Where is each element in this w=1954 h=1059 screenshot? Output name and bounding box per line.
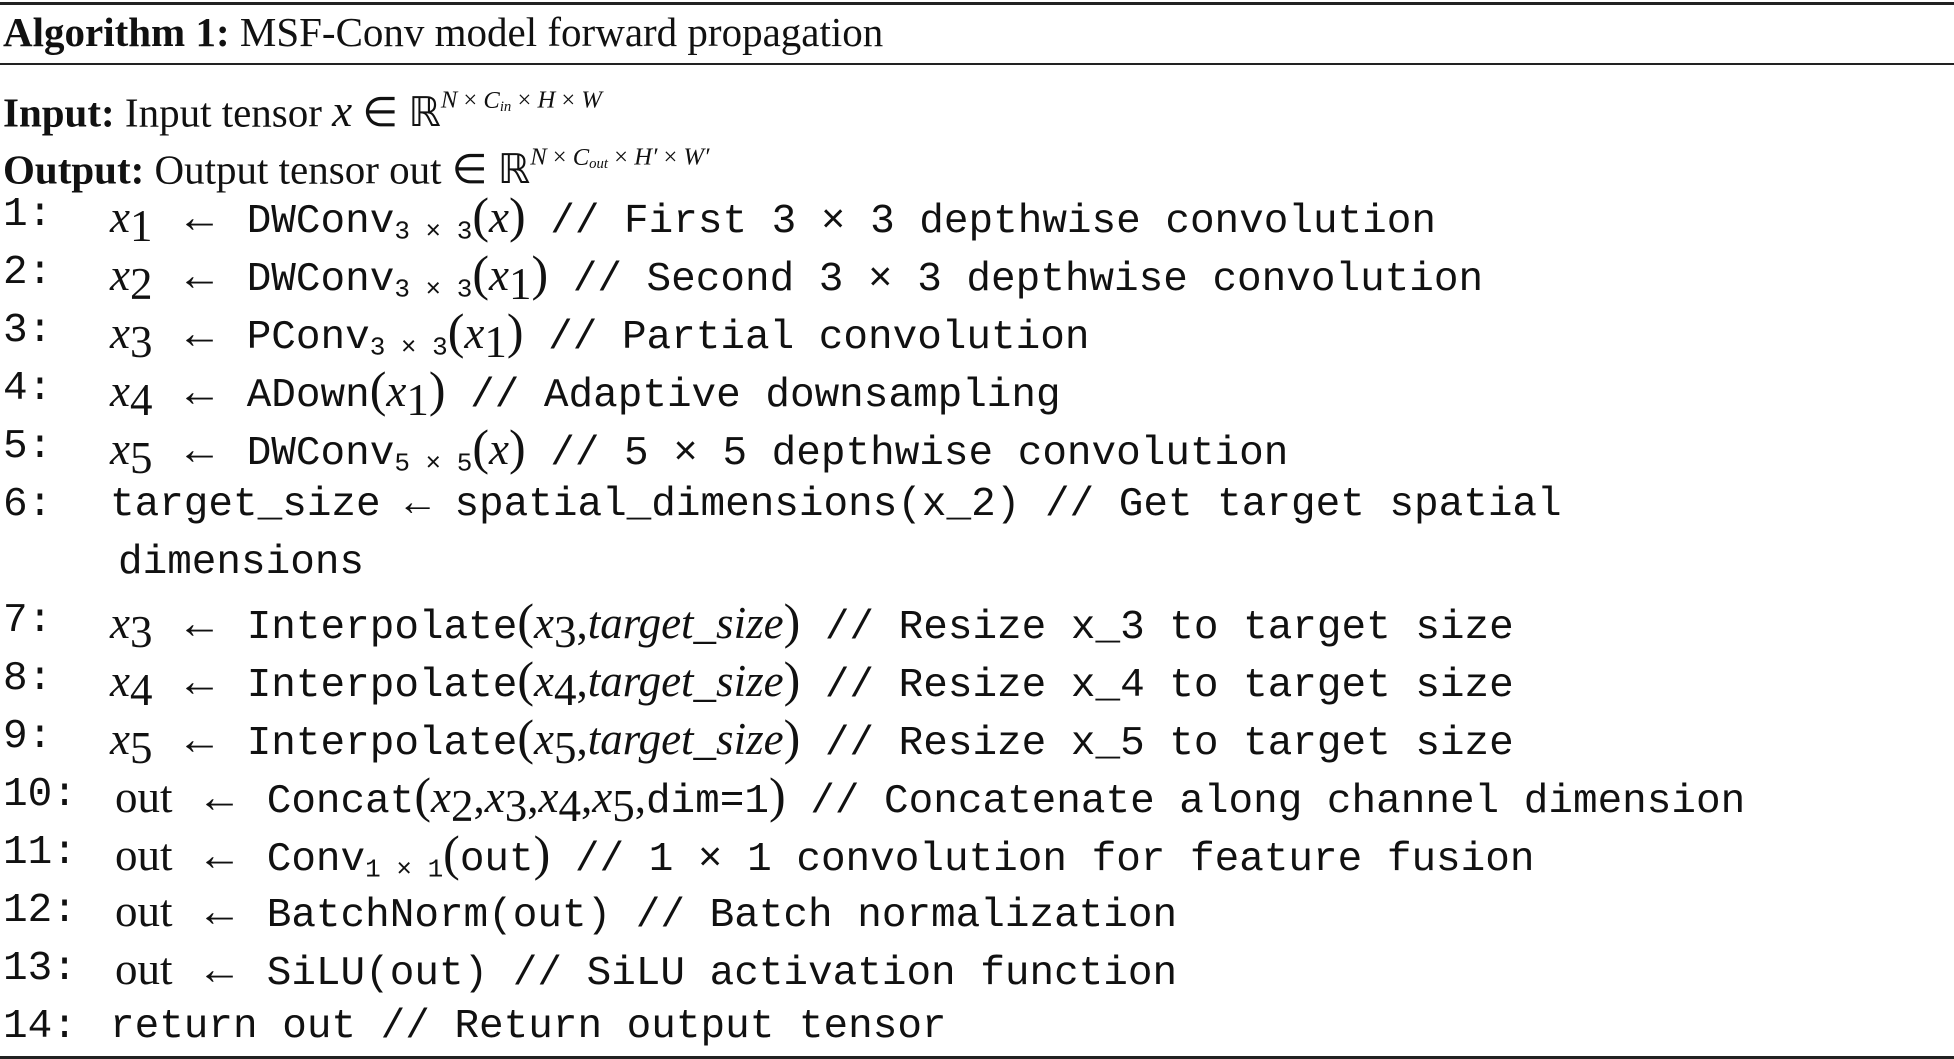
line-comment: // Second 3 × 3 depthwise convolution: [572, 257, 1484, 303]
line-number: 12:: [3, 888, 77, 934]
line-comment: // 5 × 5 depthwise convolution: [550, 431, 1289, 477]
line-comment: // Concatenate along channel dimension: [810, 779, 1746, 825]
line-comment: // SiLU activation function: [512, 951, 1178, 997]
output-text: Output tensor out: [154, 146, 442, 193]
input-math: x ∈ ℝN × Cin × H × W: [332, 86, 602, 137]
top-rule: [0, 2, 1954, 5]
line-number: 8:: [3, 656, 53, 702]
algorithm-title: Algorithm 1: MSF-Conv model forward prop…: [3, 3, 883, 61]
header-rule: [0, 63, 1954, 65]
line-code: x5 ← Interpolate(x5,target_size) // Resi…: [110, 709, 1514, 773]
line-code: x4 ← ADown(x1) // Adaptive downsampling: [110, 361, 1061, 425]
line-code: x5 ← DWConv5 × 5(x) // 5 × 5 depthwise c…: [110, 419, 1289, 483]
input-label: Input:: [3, 89, 115, 136]
line-code: x2 ← DWConv3 × 3(x1) // Second 3 × 3 dep…: [110, 245, 1484, 309]
line-comment: // Resize x_5 to target size: [824, 721, 1514, 767]
line-continuation: dimensions: [118, 540, 365, 586]
line-number: 2:: [3, 250, 53, 296]
line-comment: // Resize x_4 to target size: [824, 663, 1514, 709]
input-spec: Input: Input tensor x ∈ ℝN × Cin × H × W: [3, 72, 602, 136]
line-code: out ← BatchNorm(out) // Batch normalizat…: [115, 886, 1178, 939]
line-comment: // Partial convolution: [548, 315, 1090, 361]
line-number: 10:: [3, 772, 77, 818]
line-number: 7:: [3, 598, 53, 644]
line-comment: // Batch normalization: [635, 893, 1178, 939]
line-number: 4:: [3, 366, 53, 412]
line-number: 1:: [3, 192, 53, 238]
output-label: Output:: [3, 146, 145, 193]
line-code: x3 ← Interpolate(x3,target_size) // Resi…: [110, 593, 1514, 657]
line-number: 3:: [3, 308, 53, 354]
line-comment: // 1 × 1 convolution for feature fusion: [574, 837, 1535, 883]
line-comment: // First 3 × 3 depthwise convolution: [550, 199, 1436, 245]
output-spec: Output: Output tensor out ∈ ℝN × Cout × …: [3, 129, 709, 192]
line-code: x4 ← Interpolate(x4,target_size) // Resi…: [110, 651, 1514, 715]
line-code: out ← SiLU(out) // SiLU activation funct…: [115, 944, 1178, 997]
line-code: return out // Return output tensor: [110, 1004, 947, 1050]
line-number: 5:: [3, 424, 53, 470]
output-math: ∈ ℝN × Cout × H′ × W′: [451, 144, 710, 193]
input-text: Input tensor: [124, 89, 322, 136]
line-code: out ← Concat(x2,x3,x4,x5,dim=1) // Conca…: [115, 767, 1746, 831]
line-number: 14:: [3, 1004, 77, 1050]
line-comment: // Resize x_3 to target size: [824, 605, 1514, 651]
algorithm-label: Algorithm 1:: [3, 9, 230, 55]
algorithm-name: MSF-Conv model forward propagation: [239, 9, 884, 55]
line-number: 11:: [3, 830, 77, 876]
line-number: 9:: [3, 714, 53, 760]
line-number: 13:: [3, 946, 77, 992]
line-code: target_size ← spatial_dimensions(x_2) //…: [110, 482, 1562, 528]
line-number: 6:: [3, 482, 53, 528]
bottom-rule: [0, 1056, 1954, 1059]
line-code: x3 ← PConv3 × 3(x1) // Partial convoluti…: [110, 303, 1090, 367]
line-code: x1 ← DWConv3 × 3(x) // First 3 × 3 depth…: [110, 187, 1436, 251]
line-comment: // Adaptive downsampling: [470, 373, 1061, 419]
line-code: out ← Conv1 × 1(out) // 1 × 1 convolutio…: [115, 825, 1535, 885]
